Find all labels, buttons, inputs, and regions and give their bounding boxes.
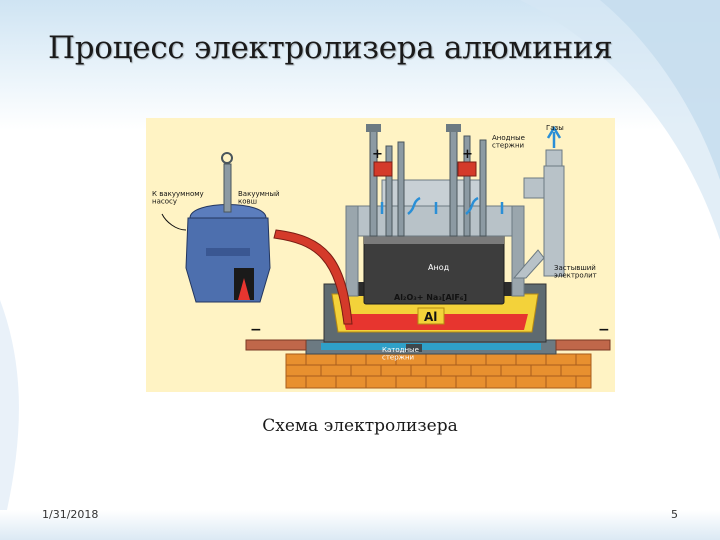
negative-terminal-left (245, 339, 307, 351)
exhaust-duct (512, 149, 565, 279)
cathode-connector (406, 344, 422, 352)
minus-sign-right: − (598, 322, 610, 338)
positive-terminal-right (457, 161, 477, 177)
anode-top (364, 234, 504, 244)
label-anode: Анод (428, 263, 450, 272)
cathode-rods-bar (321, 343, 541, 350)
slide-page-number: 5 (671, 508, 678, 521)
anode-rod-cap-right (446, 124, 461, 132)
electrolyzer-diagram: + + (146, 118, 615, 392)
slide-date: 1/31/2018 (42, 508, 99, 521)
anode-rod-cap-left (366, 124, 381, 132)
plus-sign-right: + (462, 147, 473, 162)
aluminium-label-box (417, 307, 445, 325)
siphon-tube (273, 229, 353, 325)
positive-terminal-left (373, 161, 393, 177)
label-gases: Газы (546, 124, 564, 132)
label-electrolyte-formula: Al₂O₃+ Na₃[AlF₆] (394, 293, 467, 302)
label-aluminium: Al (424, 310, 437, 324)
footer-bar (0, 510, 720, 540)
negative-terminal-right (555, 339, 611, 351)
minus-sign-left: − (250, 322, 262, 338)
vacuum-pump-pointer (161, 213, 187, 231)
brick-foundation (285, 353, 592, 389)
plus-sign-left: + (372, 147, 383, 162)
slide-title: Процесс электролизера алюминия (48, 30, 613, 66)
gas-arrow-head (546, 125, 562, 139)
anode-rods (369, 127, 487, 237)
vacuum-ladle (185, 152, 271, 303)
figure-caption: Схема электролизера (262, 416, 458, 436)
